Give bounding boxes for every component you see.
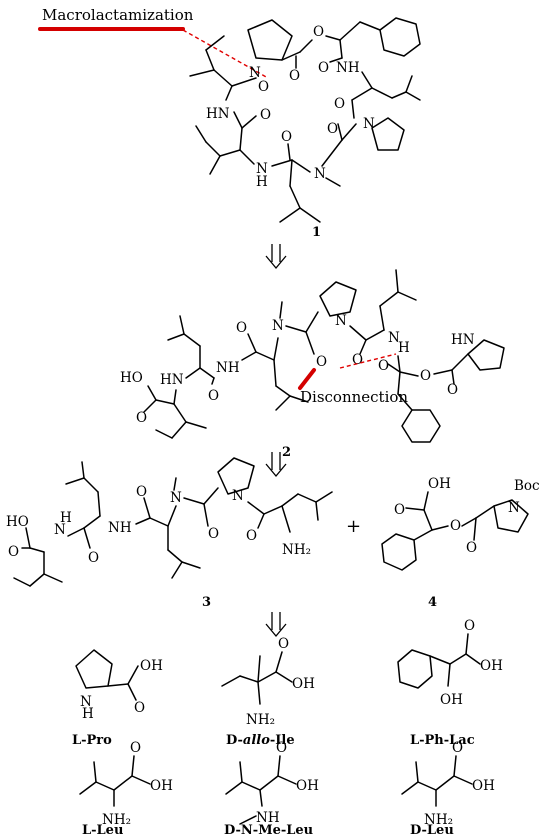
- svg-text:NH₂: NH₂: [246, 712, 275, 728]
- svg-text:O: O: [8, 544, 19, 560]
- svg-text:OH: OH: [140, 658, 163, 674]
- svg-text:O: O: [136, 484, 147, 500]
- svg-text:OH: OH: [150, 778, 173, 794]
- svg-text:O: O: [258, 79, 269, 95]
- svg-text:O: O: [208, 388, 219, 404]
- retrosynthetic-arrow-2: [265, 452, 287, 478]
- compound-2-structure: HO O HN O NH O N O: [120, 269, 505, 460]
- building-block-d-leu: O OH NH₂ D-Leu: [401, 740, 495, 836]
- svg-text:NH₂: NH₂: [282, 542, 311, 558]
- svg-text:O: O: [394, 502, 405, 518]
- svg-text:H: H: [60, 510, 72, 526]
- svg-text:N: N: [335, 313, 347, 329]
- svg-text:HN: HN: [206, 106, 230, 122]
- svg-text:O: O: [464, 618, 475, 634]
- svg-text:HO: HO: [6, 514, 29, 530]
- svg-text:O: O: [466, 540, 477, 556]
- compound-1-structure: Macrolactamization N O O O NH O N O: [38, 6, 421, 240]
- retrosynthetic-arrow-1: [265, 244, 287, 270]
- svg-text:O: O: [88, 550, 99, 566]
- compound-4-label: 4: [428, 595, 437, 610]
- svg-text:O: O: [318, 60, 329, 76]
- svg-text:OH: OH: [292, 676, 315, 692]
- compound-1-label: 1: [312, 225, 321, 240]
- svg-text:O: O: [420, 368, 431, 384]
- svg-text:NH: NH: [216, 360, 240, 376]
- svg-text:O: O: [450, 518, 461, 534]
- macrolactamization-label: Macrolactamization: [42, 6, 194, 24]
- l-pro-label: L-Pro: [72, 733, 112, 748]
- svg-text:OH: OH: [428, 476, 451, 492]
- d-leu-label: D-Leu: [410, 823, 454, 836]
- svg-text:O: O: [236, 320, 247, 336]
- svg-text:NH: NH: [256, 810, 280, 826]
- disconnection-marker: [298, 368, 316, 390]
- svg-text:NH: NH: [336, 60, 360, 76]
- building-block-d-n-me-leu: O OH NH D-N-Me-Leu: [224, 740, 319, 836]
- building-block-l-leu: O OH NH₂ L-Leu: [79, 740, 173, 836]
- l-ph-lac-label: L-Ph-Lac: [410, 733, 475, 748]
- svg-text:O: O: [208, 526, 219, 542]
- svg-text:N: N: [232, 488, 244, 504]
- svg-text:OH: OH: [472, 778, 495, 794]
- svg-text:OH: OH: [440, 692, 463, 708]
- compound-3-structure: HO O N H O NH O N O N: [6, 457, 333, 610]
- retrosynthetic-arrow-3: [265, 612, 287, 638]
- svg-text:H: H: [82, 706, 94, 722]
- disconnection-label: Disconnection: [300, 388, 408, 406]
- svg-text:O: O: [246, 528, 257, 544]
- building-block-d-allo-ile: O OH NH₂ D-allo-Ile: [221, 636, 315, 748]
- svg-text:NH₂: NH₂: [424, 812, 453, 828]
- svg-text:N: N: [388, 330, 400, 346]
- svg-text:N: N: [256, 161, 268, 177]
- svg-text:N: N: [249, 65, 261, 81]
- svg-text:HO: HO: [120, 370, 143, 386]
- svg-text:HN: HN: [160, 372, 184, 388]
- svg-text:O: O: [313, 24, 324, 40]
- svg-text:OH: OH: [296, 778, 319, 794]
- svg-text:H: H: [398, 340, 410, 356]
- svg-text:HN: HN: [451, 332, 475, 348]
- compound-3-label: 3: [202, 595, 211, 610]
- svg-text:NH₂: NH₂: [102, 812, 131, 828]
- disconnection-dashed-line: [339, 353, 397, 369]
- svg-text:N: N: [170, 490, 182, 506]
- l-leu-label: L-Leu: [82, 823, 123, 836]
- svg-text:OH: OH: [480, 658, 503, 674]
- svg-text:O: O: [276, 740, 287, 756]
- svg-text:N: N: [508, 500, 520, 516]
- svg-text:O: O: [136, 410, 147, 426]
- macrolactamization-dashed-line: [182, 29, 269, 79]
- svg-text:O: O: [260, 107, 271, 123]
- svg-text:O: O: [281, 129, 292, 145]
- svg-text:N: N: [314, 166, 326, 182]
- svg-text:O: O: [327, 121, 338, 137]
- svg-text:O: O: [316, 354, 327, 370]
- svg-text:N: N: [54, 522, 66, 538]
- svg-text:O: O: [134, 700, 145, 716]
- svg-text:N: N: [80, 694, 92, 710]
- svg-text:H: H: [256, 174, 268, 190]
- svg-text:O: O: [452, 740, 463, 756]
- svg-text:Boc: Boc: [514, 478, 540, 494]
- building-block-l-pro: N H OH O L-Pro: [72, 649, 163, 748]
- building-block-l-ph-lac: O OH OH L-Ph-Lac: [397, 618, 503, 748]
- compound-2-label: 2: [282, 445, 291, 460]
- d-allo-ile-label: D-allo-Ile: [226, 733, 295, 748]
- d-n-me-leu-label: D-N-Me-Leu: [224, 823, 313, 836]
- svg-text:O: O: [130, 740, 141, 756]
- plus-sign: +: [346, 516, 361, 537]
- svg-text:O: O: [447, 382, 458, 398]
- svg-text:O: O: [352, 352, 363, 368]
- svg-text:NH: NH: [108, 520, 132, 536]
- compound-4-structure: OH O O O N Boc 4: [381, 476, 540, 610]
- svg-text:O: O: [334, 96, 345, 112]
- svg-text:N: N: [272, 318, 284, 334]
- svg-text:O: O: [378, 358, 389, 374]
- svg-text:O: O: [289, 68, 300, 84]
- svg-text:O: O: [278, 636, 289, 652]
